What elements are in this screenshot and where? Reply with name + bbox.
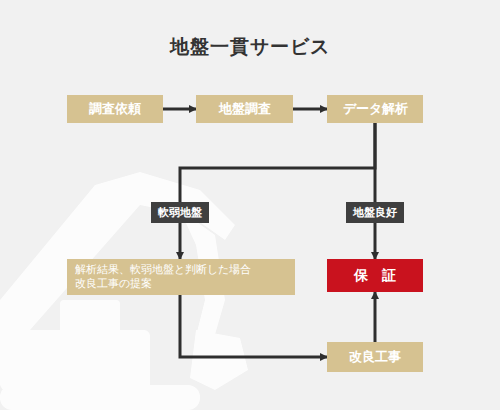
flow-arrow: [374, 292, 377, 342]
flow-arrow: [374, 123, 377, 259]
diagram-title: 地盤一貫サービス: [0, 34, 500, 60]
analysis-box: データ解析: [327, 95, 423, 123]
flow-arrow: [163, 108, 196, 111]
box-text: 保 証: [354, 266, 396, 284]
box-text: 地盤調査: [219, 101, 271, 118]
flow-arrow: [293, 108, 327, 111]
edge-label: 軟弱地盤: [151, 202, 209, 223]
flow-arrow: [180, 295, 327, 357]
flow-arrow: [180, 123, 375, 259]
box-text: 解析結果、軟弱地盤と判断した場合 改良工事の提案: [75, 263, 258, 291]
request-box: 調査依頼: [67, 95, 163, 123]
proposal-box: 解析結果、軟弱地盤と判断した場合 改良工事の提案: [67, 259, 295, 295]
box-text: 改良工事: [349, 349, 401, 366]
improvement-box: 改良工事: [327, 342, 423, 372]
edge-label: 地盤良好: [346, 202, 404, 223]
survey-box: 地盤調査: [196, 95, 293, 123]
box-text: データ解析: [343, 101, 408, 118]
box-text: 調査依頼: [89, 101, 141, 118]
guarantee-box: 保 証: [327, 259, 423, 292]
